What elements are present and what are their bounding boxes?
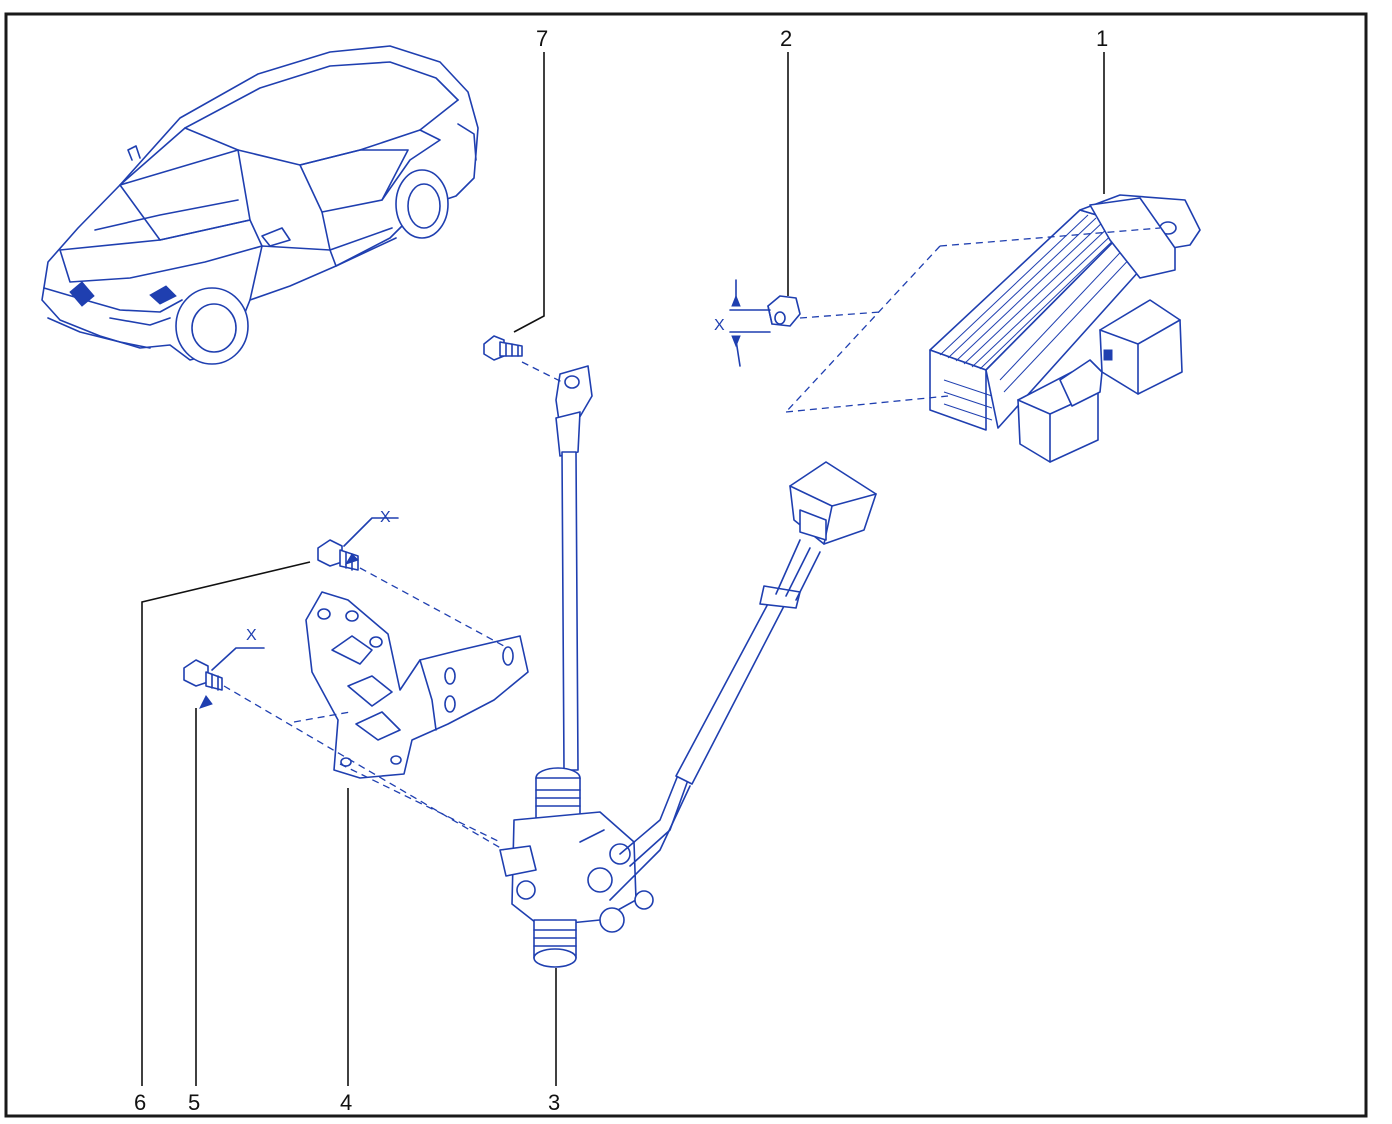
assembly-guide-lines [223,227,1161,851]
torque-mark-part6: X [380,509,391,526]
part-2-nut: X [714,279,801,367]
heat-sink-fins [939,214,1137,421]
part-7-bolt [483,335,523,361]
callout-4: 4 [340,1090,352,1115]
diagram-frame [4,12,1368,1118]
callout-7: 7 [536,26,548,51]
part-1-control-module [929,194,1201,463]
torque-mark-part2: X [714,317,725,334]
part-3-valve-assembly [499,767,691,968]
car-illustration [41,45,479,365]
part-5-bolt: X [183,627,265,709]
wiring-harness [675,461,877,785]
callout-2: 2 [780,26,792,51]
ground-strap [555,365,593,771]
callout-1: 1 [1096,26,1108,51]
torque-mark-part5: X [246,627,257,644]
callout-numbers: 1 2 7 3 4 5 6 [134,26,1108,1115]
part-6-bolt: X [317,509,399,571]
callout-6: 6 [134,1090,146,1115]
part-4-bracket [305,591,529,779]
callout-3: 3 [548,1090,560,1115]
callout-leaders [141,52,1105,1086]
callout-5: 5 [188,1090,200,1115]
